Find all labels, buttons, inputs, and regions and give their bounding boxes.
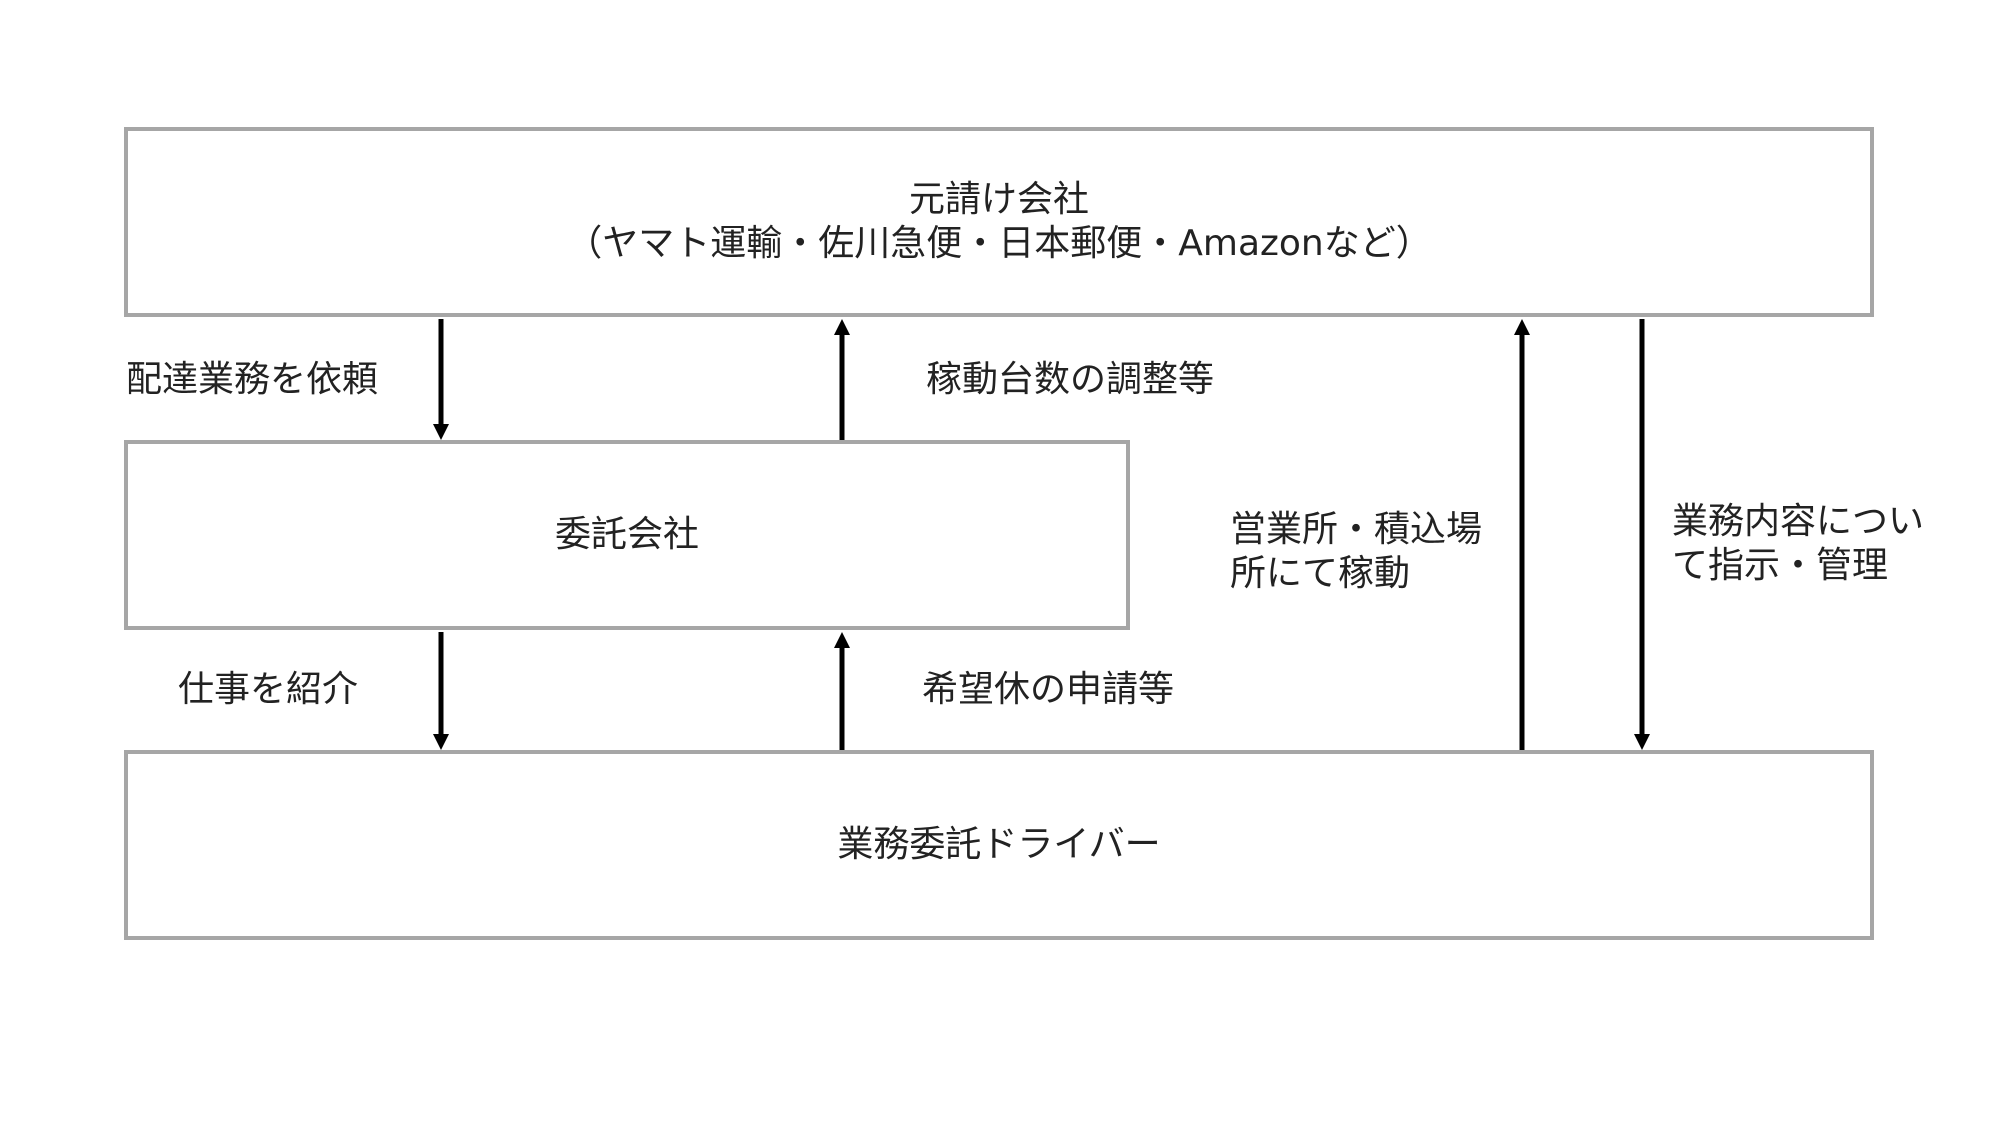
label-leave-request: 希望休の申請等 <box>922 669 1175 710</box>
arrow-subcontractor-to-driver <box>433 632 449 750</box>
subcontractor-title: 委託会社 <box>554 514 699 555</box>
label-instruction-line1: 業務内容につい <box>1672 501 1925 542</box>
label-instruction-line2: て指示・管理 <box>1672 545 1889 586</box>
driver-box: 業務委託ドライバー <box>124 750 1874 940</box>
label-instruction: 業務内容につい て指示・管理 <box>1672 500 1924 588</box>
arrow-driver-to-prime <box>1514 319 1530 750</box>
prime-contractor-box: 元請け会社 （ヤマト運輸・佐川急便・日本郵便・Amazonなど） <box>124 127 1874 317</box>
label-work-at-office: 営業所・積込場 所にて稼動 <box>1230 508 1482 596</box>
arrow-prime-to-subcontractor <box>433 319 449 440</box>
label-vehicle-adjustment: 稼動台数の調整等 <box>926 359 1215 400</box>
driver-title: 業務委託ドライバー <box>837 824 1161 865</box>
arrow-driver-to-subcontractor <box>834 632 850 750</box>
arrow-subcontractor-to-prime <box>834 319 850 440</box>
label-job-introduction: 仕事を紹介 <box>178 669 359 710</box>
arrow-prime-to-driver <box>1634 319 1650 750</box>
prime-contractor-title: 元請け会社 <box>908 179 1089 220</box>
prime-contractor-examples: （ヤマト運輸・佐川急便・日本郵便・Amazonなど） <box>566 223 1432 264</box>
label-work-at-office-line1: 営業所・積込場 <box>1230 509 1483 550</box>
label-delivery-request: 配達業務を依頼 <box>126 359 379 400</box>
label-work-at-office-line2: 所にて稼動 <box>1230 553 1411 594</box>
subcontractor-box: 委託会社 <box>124 440 1130 630</box>
